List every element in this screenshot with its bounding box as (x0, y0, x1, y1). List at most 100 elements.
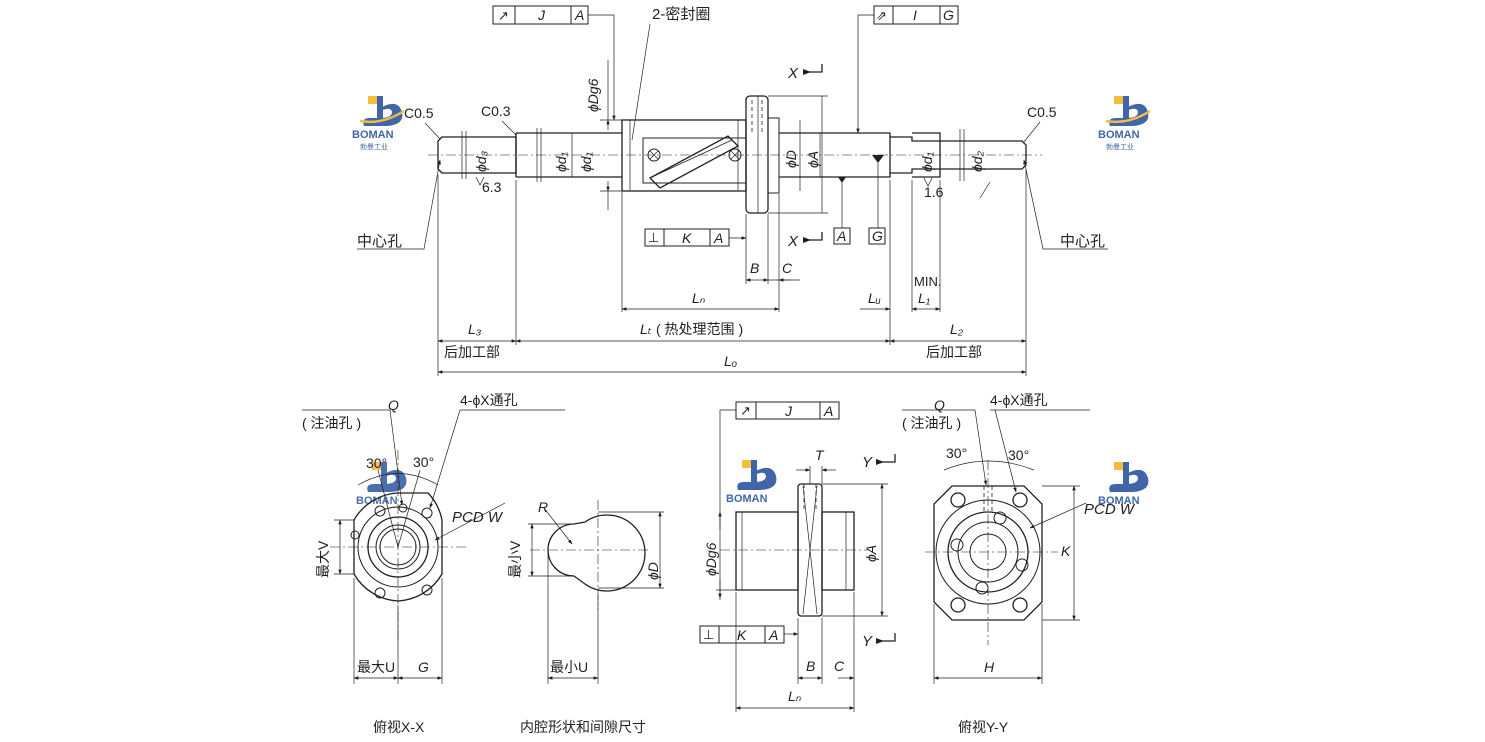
roughness-16: 1.6 (924, 184, 944, 200)
watermark-brand: BOMAN (1098, 129, 1140, 141)
runout-symbol: ⇗ (876, 8, 887, 23)
Lo-label: Lₒ (724, 353, 737, 369)
roughness-63: 6.3 (482, 179, 502, 195)
tolerance-datum: A (574, 7, 584, 23)
angle-30-left: 30° (366, 455, 387, 471)
perp-symbol: ⊥ (703, 627, 714, 642)
section-Y-top: Y (862, 454, 873, 471)
phi-D-label: ϕD (645, 562, 661, 580)
datum-A-marker (838, 177, 846, 183)
Ln-label: Lₙ (692, 290, 706, 306)
tolerance-value: K (737, 627, 747, 643)
dg6-label: ϕDg6 (585, 78, 601, 112)
tolerance-datum: A (713, 230, 723, 246)
watermark-logo-right: BOMAN 勃曼工业 (1098, 96, 1151, 151)
L2-label: L₂ (950, 321, 964, 337)
watermark-logo-nut: BOMAN (726, 460, 777, 505)
nut-body-side (735, 511, 799, 591)
center-hole-right: 中心孔 (1060, 233, 1105, 250)
watermark-brand: BOMAN (356, 495, 398, 507)
flange-outline (353, 492, 443, 602)
oil-hole-label: ( 注油孔 ) (302, 415, 361, 431)
R-label: R (538, 499, 548, 515)
nut-B-label: B (806, 658, 815, 674)
section-X-bottom: X (787, 233, 799, 250)
nut-flange (745, 95, 769, 214)
runout-frame-J-A: ↗ J A (492, 5, 589, 25)
B-label: B (750, 260, 759, 276)
Lt-note: ( 热处理范围 ) (656, 321, 743, 337)
view-xx-caption: 俯视X-X (373, 719, 425, 735)
Lt-label: Lₜ (640, 321, 652, 337)
front-view: A G ↗ J A ⇗ I G 2-密封圈 ϕDg6 (357, 5, 1108, 376)
d1-label-b: ϕd₁ (578, 151, 594, 172)
angle-30-left-yy: 30° (946, 445, 967, 461)
T-label: T (815, 447, 825, 463)
view-yy-caption: 俯视Y-Y (958, 719, 1009, 735)
chamfer-c03: C0.3 (481, 103, 511, 119)
nut-side-view: ↗ J A T Y Y ϕDg6 ϕA ⊥ K A (699, 401, 896, 712)
nut-screw-right (728, 148, 742, 162)
datum-A-box (833, 227, 851, 245)
cavity-caption: 内腔形状和间隙尺寸 (520, 719, 646, 735)
cavity-view: R 最小V ϕD 最小U 内腔形状和间隙尺寸 (507, 499, 664, 735)
tolerance-datum: A (768, 627, 778, 643)
square-flange-outline (933, 485, 1043, 621)
pcd-label-yy: PCD W (1084, 501, 1136, 518)
section-Y-bottom: Y (862, 633, 873, 650)
view-xx: Q ( 注油孔 ) 4-ϕX通孔 30° 30° PCD W 最大V 最大U G… (302, 392, 565, 735)
left-step (515, 132, 622, 178)
watermark-logo-left: BOMAN 勃曼工业 (352, 96, 405, 151)
Lu-label: Lᵤ (868, 290, 881, 306)
min-v-label: 最小V (507, 540, 523, 578)
post-machining-right: 后加工部 (926, 344, 982, 360)
C-label: C (782, 260, 793, 276)
angle-30-right: 30° (413, 454, 434, 470)
tolerance-value: J (537, 7, 546, 23)
tolerance-value: J (784, 403, 793, 419)
max-u-label: 最大U (357, 659, 395, 675)
watermark-logo-xx: BOMAN (356, 462, 407, 507)
chamfer-c05-left: C0.5 (404, 105, 434, 121)
cavity-outline (547, 514, 646, 592)
nut-body (621, 119, 747, 192)
L1-label: L₁ (918, 290, 931, 306)
watermark-brand: BOMAN (1098, 495, 1140, 507)
pcd-circle (357, 506, 439, 588)
nut-dg6-label: ϕDg6 (703, 542, 719, 576)
watermark-brand-cn: 勃曼工业 (360, 142, 388, 151)
D-label: ϕD (783, 150, 799, 168)
watermark-brand: BOMAN (352, 129, 394, 141)
return-tube (648, 135, 740, 189)
min-u-label: 最小U (550, 659, 588, 675)
watermark-brand-cn: 勃曼工业 (1106, 142, 1134, 151)
nut-seal-side (821, 511, 855, 591)
Q-label-yy: Q (934, 397, 945, 413)
datum-G-box (868, 227, 886, 245)
max-v-label: 最大V (315, 540, 331, 578)
screw-shaft (779, 132, 891, 178)
watermark-logo-yy: BOMAN (1098, 462, 1149, 507)
nut-screw-left (647, 148, 661, 162)
perp-frame-K-A-2: ⊥ K A (699, 625, 785, 644)
d1-label-a: ϕd₁ (553, 151, 569, 172)
datum-G-label: G (872, 228, 883, 244)
right-journal (890, 136, 1027, 174)
holes-label: 4-ϕX通孔 (460, 392, 518, 408)
d3-label: ϕd₃ (473, 150, 489, 172)
A-label: ϕA (805, 151, 821, 168)
post-machining-left: 后加工部 (444, 344, 500, 360)
nut-seal (767, 117, 780, 194)
watermark-brand: BOMAN (726, 493, 768, 505)
angle-30-right-yy: 30° (1008, 447, 1029, 463)
d1-label-c: ϕd₁ (919, 151, 935, 172)
view-yy: Q ( 注油孔 ) 4-ϕX通孔 30° 30° PCD W K H 俯视Y-Y (902, 392, 1136, 735)
runout-frame-J-A-2: ↗ J A (735, 401, 840, 420)
tolerance-value: K (682, 230, 692, 246)
tolerance-datum: G (943, 7, 954, 23)
perp-symbol: ⊥ (648, 230, 659, 245)
G-label: G (418, 659, 429, 675)
datum-G-marker (872, 155, 884, 163)
tolerance-datum: A (823, 403, 833, 419)
chamfer-c05-right: C0.5 (1027, 104, 1057, 120)
